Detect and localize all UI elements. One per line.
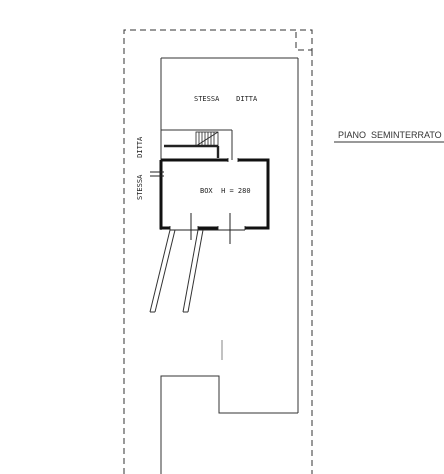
property-boundary	[123, 29, 313, 474]
access-ramp	[149, 229, 204, 313]
box-room-walls	[159, 158, 270, 230]
label-box: BOX H = 280	[200, 187, 251, 195]
adjacent-property-outline	[160, 57, 299, 413]
stair	[164, 131, 220, 158]
label-same-owner-left: STESSA DITTA	[136, 136, 144, 200]
wall-marks	[150, 171, 231, 244]
label-same-owner-top: STESSA DITTA	[194, 95, 258, 103]
plan-title: PIANO SEMINTERRATO	[338, 130, 442, 140]
courtyard-outline	[160, 340, 298, 474]
box-room-openings	[169, 158, 246, 231]
